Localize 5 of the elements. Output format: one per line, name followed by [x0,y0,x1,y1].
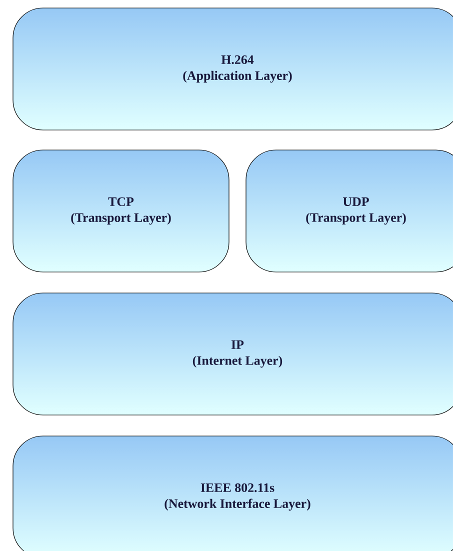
layer-box: H.264 (Application Layer) [12,8,453,130]
layer-box: TCP (Transport Layer) [12,150,230,272]
layer-box: UDP (Transport Layer) [246,150,453,272]
layer-box: IEEE 802.11s (Network Interface Layer) [12,436,453,551]
layer-box: IP (Internet Layer) [12,292,453,416]
